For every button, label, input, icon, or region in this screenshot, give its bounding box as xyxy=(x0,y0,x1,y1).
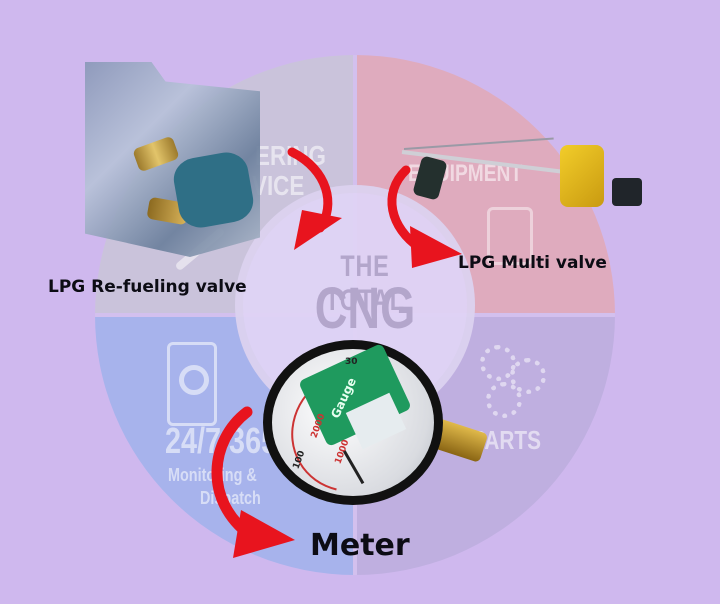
caption-meter: Meter xyxy=(310,528,410,563)
gear-icon xyxy=(486,382,522,418)
curved-arrow-icon xyxy=(287,147,342,250)
fuel-pump-icon xyxy=(487,207,533,265)
gauge-tick-label: 30 xyxy=(345,357,358,367)
pressure-gauge-meter-image: Gauge 30 2000 1000 100 xyxy=(263,340,444,516)
smartphone-icon xyxy=(167,342,217,426)
curved-arrow-icon xyxy=(211,406,295,558)
curved-arrow-icon xyxy=(387,165,462,268)
caption-refueling-valve: LPG Re-fueling valve xyxy=(48,277,247,297)
center-logo-text: CNG xyxy=(314,276,416,341)
multi-valve-brass-body xyxy=(560,145,604,207)
multi-valve-solenoid xyxy=(612,178,642,206)
gear-icon xyxy=(510,358,546,394)
center-title: THE TOTAL xyxy=(325,250,405,317)
caption-multi-valve: LPG Multi valve xyxy=(458,253,607,273)
gear-icon xyxy=(480,345,516,381)
gauge-face: Gauge 30 2000 1000 100 xyxy=(268,342,444,516)
quadrant-label-servicing: VICE xyxy=(252,170,305,201)
